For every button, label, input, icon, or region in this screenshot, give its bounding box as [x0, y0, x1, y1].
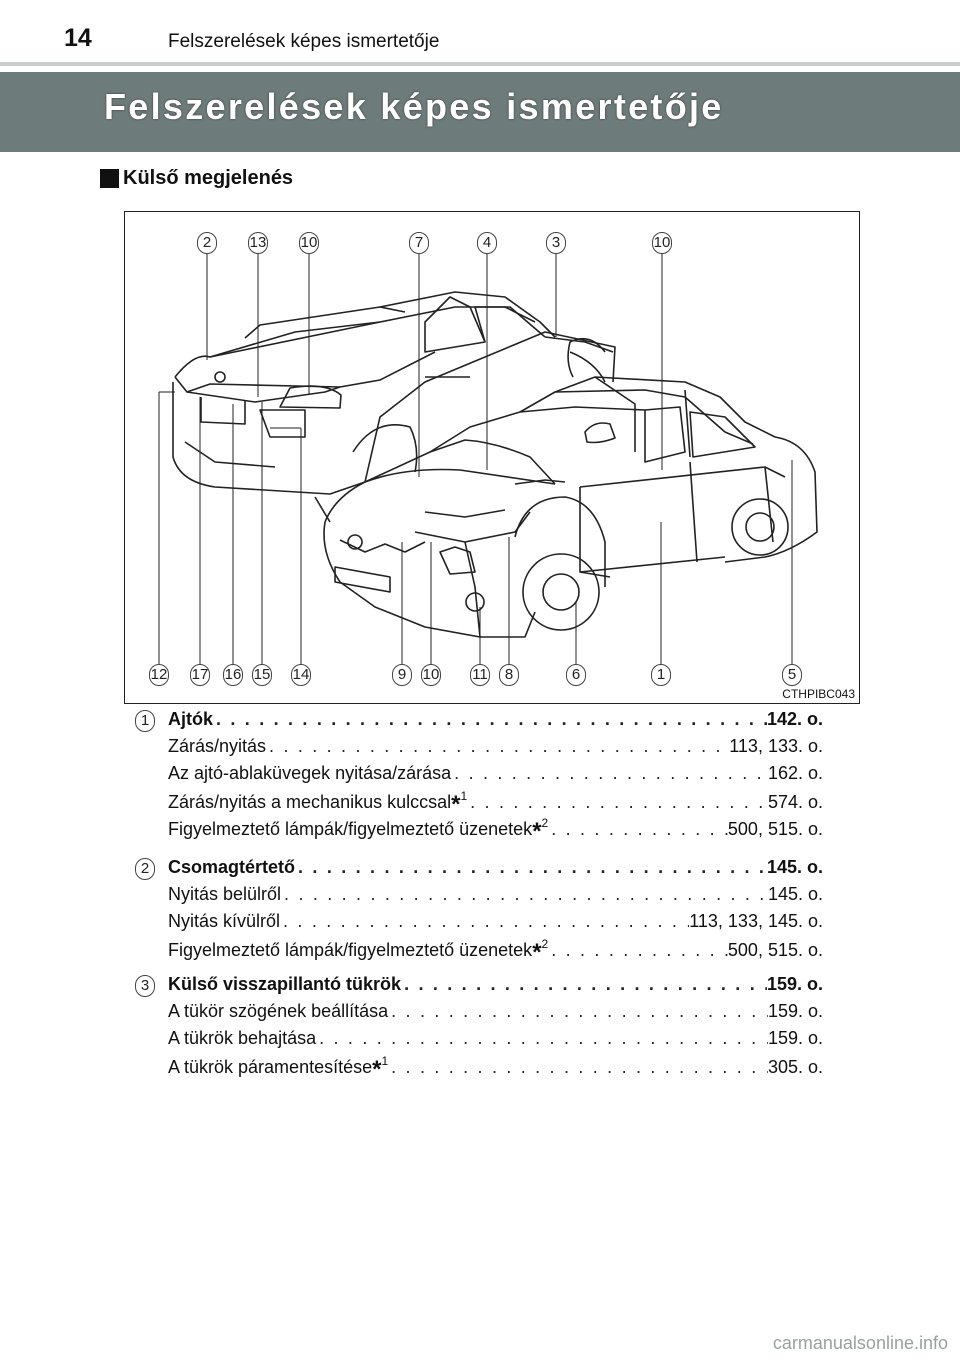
footnote-star: *	[372, 1056, 382, 1083]
footnote-ref: 2	[541, 937, 549, 951]
callout-bottom-8: 11	[470, 664, 490, 686]
callout-bottom-1: 12	[149, 664, 169, 686]
title-band	[0, 72, 960, 152]
section-marker-icon	[100, 169, 119, 188]
footnote-ref: 1	[381, 1054, 389, 1068]
entry-line: A tükrök behajtása159. o.	[168, 1025, 823, 1052]
entry-line: Zárás/nyitás113, 133. o.	[168, 733, 823, 760]
entry-line: A tükör szögének beállítása159. o.	[168, 998, 823, 1025]
watermark: carmanualsonline.info	[772, 1333, 948, 1353]
callout-top-2: 13	[248, 232, 268, 254]
footnote-star: *	[451, 791, 461, 818]
callout-bottom-5: 14	[291, 664, 311, 686]
entry-trunk: Csomagtértető145. o. Nyitás belülről145.…	[168, 854, 823, 966]
entry-line: Nyitás belülről145. o.	[168, 881, 823, 908]
entry-line: A tükrök páramentesítése*1305. o.	[168, 1052, 823, 1083]
callout-bottom-3: 16	[223, 664, 243, 686]
entry-line: Ajtók142. o.	[168, 706, 823, 733]
footnote-ref: 2	[541, 816, 549, 830]
callout-top-6: 3	[546, 232, 566, 254]
callout-bottom-7: 10	[421, 664, 441, 686]
rear-car-drawing	[172, 291, 616, 495]
entry-line: Csomagtértető145. o.	[168, 854, 823, 881]
callout-bottom-4: 15	[252, 664, 272, 686]
car-exterior-figure: 2 13 10 7 4 3 10 12 17 16 15 14 9 10 11 …	[124, 211, 860, 704]
page-number: 14	[64, 24, 92, 52]
entry-mirrors: Külső visszapillantó tükrök159. o. A tük…	[168, 971, 823, 1083]
callout-bottom-10: 6	[566, 664, 586, 686]
callout-top-3: 10	[299, 232, 319, 254]
entry-line: Figyelmeztető lámpák/figyelmeztető üzene…	[168, 935, 823, 966]
front-car-drawing	[314, 376, 818, 638]
page-title: Felszerelések képes ismertetője	[104, 86, 724, 127]
figure-code: CTHPIBC043	[782, 687, 855, 701]
footnote-star: *	[532, 939, 542, 966]
callout-bottom-2: 17	[190, 664, 210, 686]
page-header: 14 Felszerelések képes ismertetője	[0, 0, 960, 62]
callout-top-7: 10	[652, 232, 672, 254]
running-header: Felszerelések képes ismertetője	[168, 31, 440, 52]
footnote-star: *	[532, 818, 542, 845]
callout-bottom-9: 8	[499, 664, 519, 686]
entry-number-2: 2	[135, 858, 155, 880]
callout-top-5: 4	[477, 232, 497, 254]
entry-number-3: 3	[135, 975, 155, 997]
callout-top-1: 2	[197, 232, 217, 254]
callout-top-4: 7	[409, 232, 429, 254]
callout-bottom-11: 1	[651, 664, 671, 686]
entry-line: Az ajtó-ablaküvegek nyitása/zárása162. o…	[168, 760, 823, 787]
entry-number-1: 1	[135, 710, 155, 732]
callout-bottom-12: 5	[782, 664, 802, 686]
callout-leader-lines	[158, 254, 793, 664]
header-divider	[0, 62, 960, 66]
entry-line: Külső visszapillantó tükrök159. o.	[168, 971, 823, 998]
section-title: Külső megjelenés	[123, 167, 294, 189]
entry-doors: Ajtók142. o. Zárás/nyitás113, 133. o. Az…	[168, 706, 823, 845]
car-illustration	[158, 254, 818, 664]
entry-line: Zárás/nyitás a mechanikus kulccsal*1574.…	[168, 787, 823, 818]
footnote-ref: 1	[460, 789, 468, 803]
entry-line: Figyelmeztető lámpák/figyelmeztető üzene…	[168, 814, 823, 845]
callout-bottom-6: 9	[392, 664, 412, 686]
entry-line: Nyitás kívülről113, 133, 145. o.	[168, 908, 823, 935]
